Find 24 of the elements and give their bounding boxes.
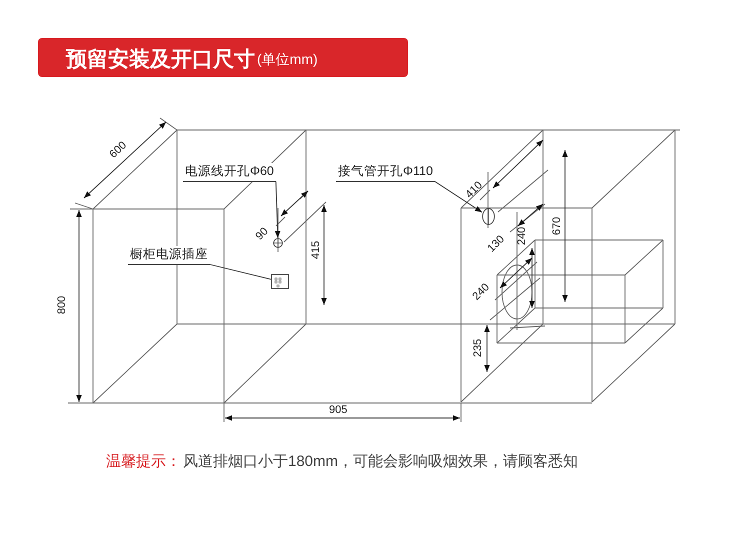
callout-text: 橱柜电源插座 [128, 246, 210, 265]
dimension-label: 235 [472, 338, 484, 358]
dimension-label: 410 [463, 179, 485, 201]
callout-text: 电源线开孔Φ60 [183, 163, 276, 182]
power-socket-icon [271, 274, 289, 289]
dimension-label: 240 [516, 226, 528, 246]
dimension-label: 800 [56, 296, 68, 314]
dimension-label: 600 [107, 139, 129, 161]
callout-text: 接气管开孔Φ110 [336, 163, 435, 182]
unit-label: (单位mm) [257, 51, 318, 69]
dimension-label: 130 [485, 233, 507, 255]
dimension-label: 905 [329, 404, 348, 416]
note-text: 风道排烟口小于180mm，可能会影响吸烟效果，请顾客悉知 [183, 452, 578, 471]
dimension-label: 90 [254, 225, 271, 243]
dimension-label: 670 [551, 216, 564, 236]
leader-line [274, 181, 280, 238]
dimension-label: 240 [470, 281, 492, 303]
leader-line [434, 181, 482, 213]
leader-line [210, 264, 272, 280]
note-heading: 温馨提示： [106, 452, 181, 471]
title: 预留安装及开口尺寸 [66, 46, 255, 73]
dimension-label: 415 [310, 240, 322, 260]
hole-symbol [482, 208, 495, 225]
hole-symbol [273, 238, 283, 248]
